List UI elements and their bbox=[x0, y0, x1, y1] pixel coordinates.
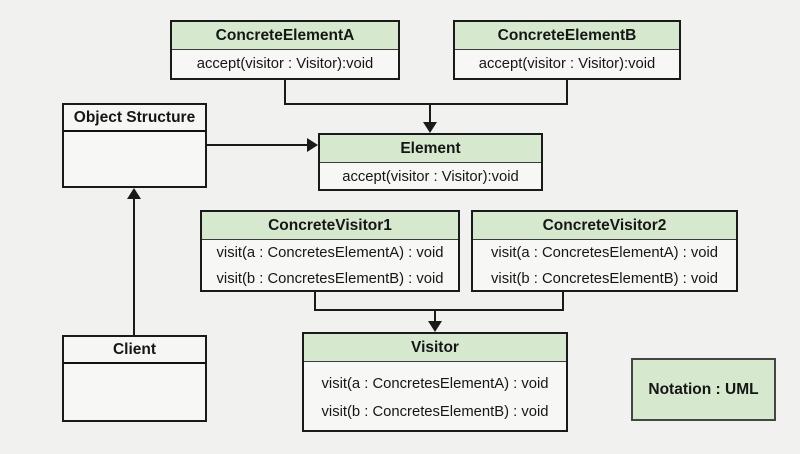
arrowhead-right-element bbox=[307, 138, 318, 152]
class-methods: visit(a : ConcretesElementA) : void visi… bbox=[473, 240, 736, 292]
class-title: Element bbox=[320, 135, 541, 163]
arrowhead-down-element bbox=[423, 122, 437, 133]
elements-to-element-bracket bbox=[284, 80, 568, 105]
class-title: Client bbox=[64, 337, 205, 364]
class-box-concrete-element-a: ConcreteElementA accept(visitor : Visito… bbox=[170, 20, 400, 80]
arrowhead-down-visitor bbox=[428, 321, 442, 332]
class-method: visit(a : ConcretesElementA) : void bbox=[216, 245, 444, 261]
class-method: visit(b : ConcretesElementB) : void bbox=[491, 271, 718, 287]
uml-notation-note: Notation : UML bbox=[631, 358, 776, 421]
class-box-element: Element accept(visitor : Visitor):void bbox=[318, 133, 543, 191]
class-box-visitor: Visitor visit(a : ConcretesElementA) : v… bbox=[302, 332, 568, 432]
class-box-concrete-element-b: ConcreteElementB accept(visitor : Visito… bbox=[453, 20, 681, 80]
class-method: visit(a : ConcretesElementA) : void bbox=[491, 245, 718, 261]
class-methods: accept(visitor : Visitor):void bbox=[455, 50, 679, 79]
class-title: ConcreteElementA bbox=[172, 22, 398, 50]
uml-notation-label: Notation : UML bbox=[648, 380, 759, 398]
class-title: Object Structure bbox=[64, 105, 205, 132]
class-box-client: Client bbox=[62, 335, 207, 422]
class-method: accept(visitor : Visitor):void bbox=[196, 56, 374, 72]
class-title: ConcreteElementB bbox=[455, 22, 679, 50]
class-method: visit(b : ConcretesElementB) : void bbox=[216, 271, 444, 287]
class-method: accept(visitor : Visitor):void bbox=[342, 169, 519, 185]
visitors-to-visitor-bracket bbox=[314, 292, 564, 311]
arrowhead-up-objectstructure bbox=[127, 188, 141, 199]
class-title: ConcreteVisitor1 bbox=[202, 212, 458, 240]
class-title: ConcreteVisitor2 bbox=[473, 212, 736, 240]
class-box-concrete-visitor-2: ConcreteVisitor2 visit(a : ConcretesElem… bbox=[471, 210, 738, 292]
class-title: Visitor bbox=[304, 334, 566, 362]
class-methods: visit(a : ConcretesElementA) : void visi… bbox=[304, 362, 566, 426]
class-method: accept(visitor : Visitor):void bbox=[478, 56, 656, 72]
class-methods: accept(visitor : Visitor):void bbox=[172, 50, 398, 79]
class-methods: visit(a : ConcretesElementA) : void visi… bbox=[202, 240, 458, 292]
class-method: visit(a : ConcretesElementA) : void bbox=[321, 376, 549, 392]
class-methods: accept(visitor : Visitor):void bbox=[320, 163, 541, 192]
class-method: visit(b : ConcretesElementB) : void bbox=[321, 404, 549, 420]
class-box-concrete-visitor-1: ConcreteVisitor1 visit(a : ConcretesElem… bbox=[200, 210, 460, 292]
class-box-object-structure: Object Structure bbox=[62, 103, 207, 188]
